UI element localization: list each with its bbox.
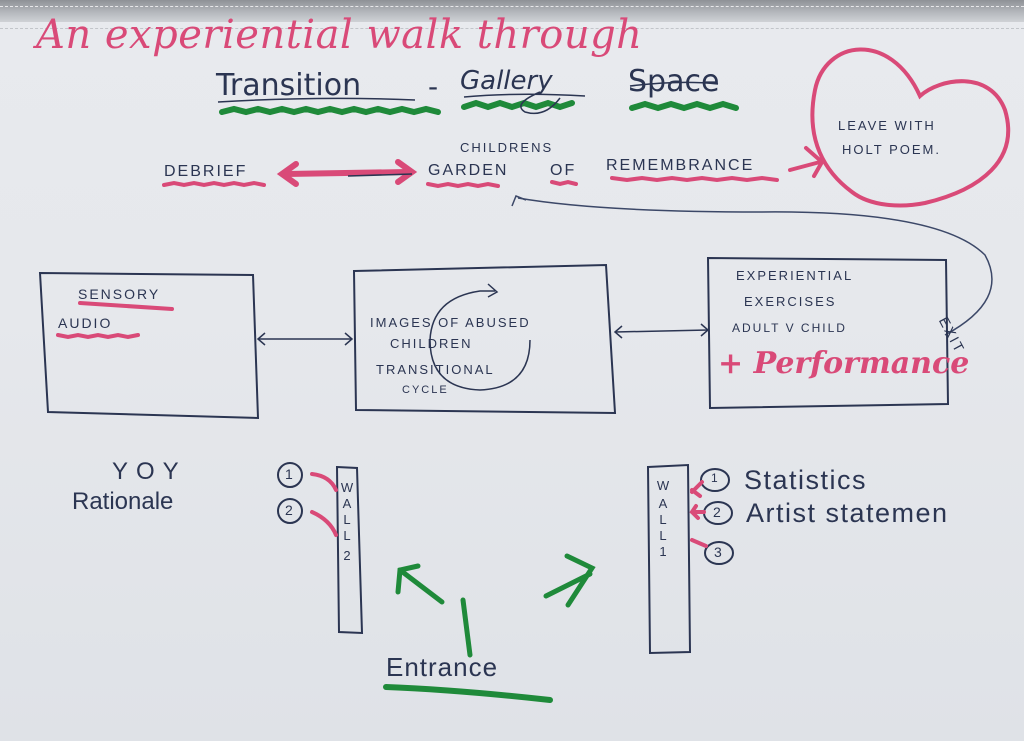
wall2-marker-2: 2 xyxy=(285,502,293,518)
transition-underline-navy xyxy=(217,97,416,103)
of-word: OF xyxy=(550,162,577,179)
wall2-letter: L xyxy=(343,512,351,527)
binder-edge xyxy=(0,0,1024,22)
room-box-2 xyxy=(352,263,617,415)
subtitle-transition: Transition xyxy=(216,68,362,103)
room-box-1 xyxy=(38,271,260,420)
room2-line-4: CYCLE xyxy=(402,384,449,396)
wall1-marker-3-circle xyxy=(704,541,734,565)
wall-2 xyxy=(335,465,364,635)
transition-underline-green xyxy=(219,105,441,116)
page-title: An experiential walk through xyxy=(36,12,643,58)
room1-audio: AUDIO xyxy=(58,315,113,331)
wall2-letter: L xyxy=(343,528,351,543)
garden-word: GARDEN xyxy=(428,162,509,179)
wall2-letter: 2 xyxy=(343,548,351,563)
gallery-loop xyxy=(520,91,561,115)
wall1-label-statistics: Statistics xyxy=(744,465,868,495)
space-underline-navy xyxy=(629,81,719,87)
wall1-marker-1-circle xyxy=(700,468,730,492)
heart-line-2: HOLT POEM. xyxy=(842,142,941,157)
heart-line-1: LEAVE WITH xyxy=(838,118,936,133)
wall1-letter: W xyxy=(656,478,670,493)
room-box-3 xyxy=(706,256,950,410)
wall2-marker-1-circle xyxy=(277,462,303,488)
entrance-underline xyxy=(383,684,553,703)
wall1-marker-1: 1 xyxy=(711,471,718,485)
entrance-label: Entrance xyxy=(386,652,499,682)
wall2-marker-1: 1 xyxy=(285,466,293,482)
debrief-underline xyxy=(162,180,266,188)
space-underline-green xyxy=(629,100,739,112)
wall1-letter: A xyxy=(658,496,668,511)
room3-line-3: ADULT V CHILD xyxy=(732,321,847,335)
wall1-letter: 1 xyxy=(659,544,667,559)
wall2-letter: A xyxy=(342,496,352,511)
room2-line-3: TRANSITIONAL xyxy=(376,362,495,377)
entrance-arrow-center xyxy=(460,597,473,658)
room2-line-2: CHILDREN xyxy=(390,336,473,351)
audio-underline xyxy=(56,332,140,340)
room1-sensory: SENSORY xyxy=(78,286,161,302)
wall1-label-artist-statement: Artist statemen xyxy=(746,498,949,528)
wall1-marker-3: 3 xyxy=(714,544,722,560)
wall1-letter: L xyxy=(659,512,667,527)
exit-return-arrow xyxy=(517,197,993,336)
debrief-garden-double-arrow xyxy=(283,169,411,177)
room2-room3-arrow xyxy=(614,329,709,333)
binder-stitching xyxy=(0,6,1024,7)
room3-line-2: EXERCISES xyxy=(744,294,837,309)
subtitle-gallery: Gallery xyxy=(460,66,553,96)
wall2-letter: W xyxy=(340,480,354,495)
wall1-marker-2: 2 xyxy=(713,504,721,520)
room3-performance: + Performance xyxy=(718,346,970,381)
subtitle-separator: - xyxy=(428,70,439,103)
yoy-label: YOY xyxy=(112,458,187,485)
rationale-label: Rationale xyxy=(72,488,174,515)
paper-stitching xyxy=(0,28,1024,29)
gallery-underline-navy xyxy=(463,93,586,98)
garden-line-1: CHILDRENS xyxy=(460,140,554,155)
room3-line-1: EXPERIENTIAL xyxy=(736,268,854,283)
subtitle-space: Space xyxy=(628,64,720,99)
garden-underline xyxy=(426,181,500,189)
debrief-label: DEBRIEF xyxy=(164,163,248,180)
remembrance-underline xyxy=(610,175,779,183)
of-underline xyxy=(550,179,578,187)
wall-1 xyxy=(646,463,692,655)
room2-line-1: IMAGES OF ABUSED xyxy=(370,315,531,330)
entrance-arrow-left xyxy=(397,567,445,605)
remembrance-word: REMEMBRANCE xyxy=(606,157,755,174)
wall2-marker-2-circle xyxy=(277,498,303,524)
remembrance-to-heart-arrow xyxy=(788,160,822,172)
cycle-arrow xyxy=(429,290,531,391)
heart-outline xyxy=(810,47,1011,208)
wall1-letter: L xyxy=(659,528,667,543)
sensory-underline xyxy=(78,301,174,311)
entrance-arrow-right xyxy=(543,571,593,599)
